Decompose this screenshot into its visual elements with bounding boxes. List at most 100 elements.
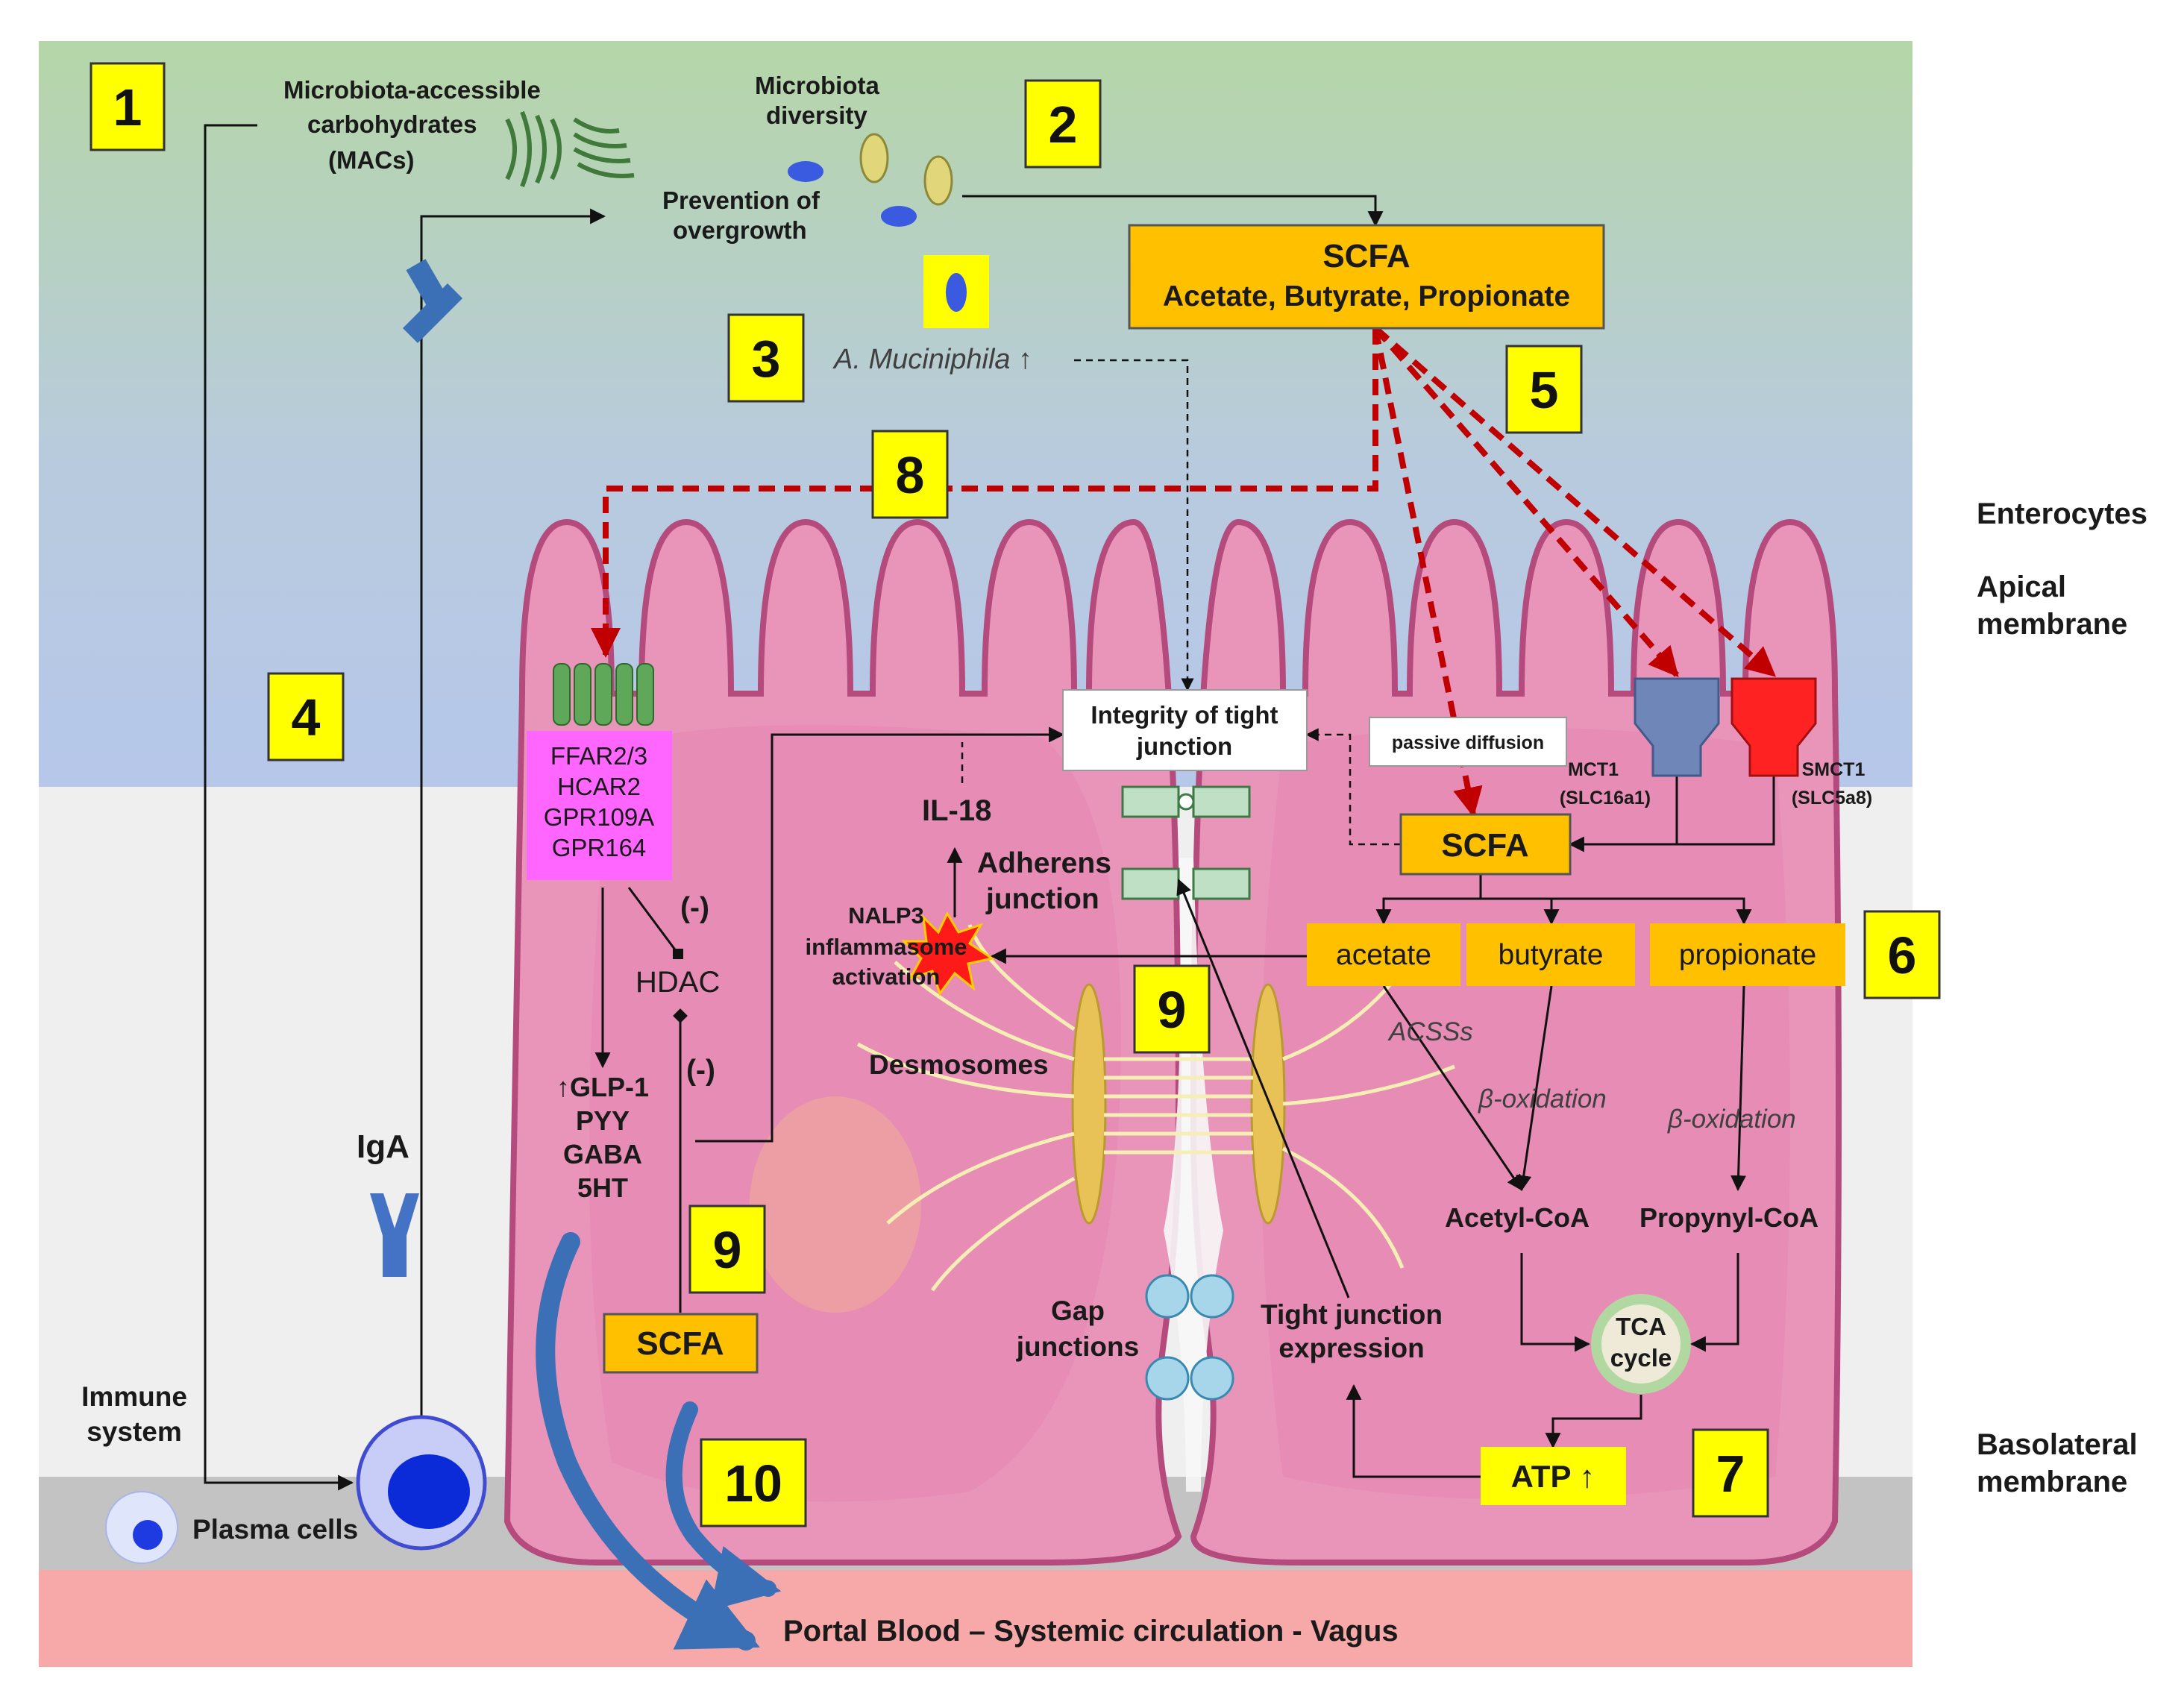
number-box-9a bbox=[1133, 964, 1211, 1054]
number-box-6 bbox=[1863, 910, 1941, 999]
iga-label: IgA bbox=[357, 1128, 410, 1165]
iga-antibody-icon bbox=[370, 1193, 419, 1277]
number-1: 1 bbox=[113, 78, 142, 136]
receptor-list-box bbox=[527, 731, 672, 880]
number-7: 7 bbox=[1716, 1445, 1745, 1503]
minus-label-1: (-) bbox=[680, 892, 709, 924]
apical-label-2: membrane bbox=[1977, 608, 2127, 641]
atp-box bbox=[1481, 1447, 1626, 1505]
gap-label-2: junctions bbox=[1016, 1331, 1139, 1362]
scfa-mid-label: SCFA bbox=[1441, 827, 1528, 864]
number-box-2 bbox=[1024, 79, 1102, 169]
number-9b: 9 bbox=[713, 1221, 742, 1279]
number-2: 2 bbox=[1049, 95, 1078, 154]
hormone-glp1: ↑GLP-1 bbox=[556, 1072, 649, 1102]
il18-label: IL-18 bbox=[922, 794, 991, 827]
scfa-bottom-box bbox=[603, 1313, 759, 1374]
number-8: 8 bbox=[896, 446, 925, 504]
prevention-label-1: Prevention of bbox=[662, 186, 820, 214]
arrow-scfa-to-mct1 bbox=[1372, 326, 1680, 678]
number-5: 5 bbox=[1530, 361, 1559, 419]
plasma-cell-icon bbox=[105, 1415, 487, 1564]
passive-diffusion-label: passive diffusion bbox=[1392, 732, 1544, 753]
arrow-butyrate-to-acetylcoa bbox=[1516, 985, 1553, 1192]
diversity-label-1: Microbiota bbox=[755, 72, 879, 99]
arrow-akkermansia-to-integrity bbox=[1074, 359, 1194, 691]
beta-oxidation-label-2: β-oxidation bbox=[1667, 1105, 1796, 1134]
arrow-microbiota-to-scfa bbox=[962, 195, 1384, 227]
arrow-smct1-to-scfa bbox=[1570, 776, 1775, 846]
scfa-bottom-label: SCFA bbox=[636, 1325, 724, 1362]
hormone-pyy: PYY bbox=[576, 1105, 630, 1136]
atp-label: ATP ↑ bbox=[1511, 1459, 1595, 1494]
adherens-label-1: Adherens bbox=[977, 847, 1111, 879]
propionate-label: propionate bbox=[1679, 939, 1816, 971]
gap-junction-icon bbox=[1145, 1274, 1234, 1401]
desmosome bbox=[856, 924, 1455, 1292]
scfa-top-title: SCFA bbox=[1322, 238, 1410, 274]
arrow-macs-to-immune bbox=[204, 124, 354, 1491]
arrow-propynylcoa-to-tca bbox=[1689, 1253, 1739, 1352]
basolateral-label-2: membrane bbox=[1977, 1466, 2127, 1498]
antibody-icon bbox=[403, 259, 462, 343]
nalp3-label-2: inflammasome bbox=[805, 934, 967, 960]
butyrate-label: butyrate bbox=[1499, 939, 1604, 971]
receptor-ffar: FFAR2/3 bbox=[550, 742, 647, 770]
hdac-label: HDAC bbox=[636, 966, 720, 999]
number-box-1 bbox=[90, 62, 166, 151]
prevention-label-2: overgrowth bbox=[673, 216, 807, 244]
inflammasome-burst-icon bbox=[901, 911, 995, 996]
integrity-label-2: junction bbox=[1136, 732, 1232, 760]
number-3: 3 bbox=[752, 330, 781, 388]
arrow-scfa-split bbox=[1375, 874, 1482, 926]
number-box-5 bbox=[1505, 345, 1583, 434]
fiber-icon bbox=[505, 110, 635, 188]
number-10: 10 bbox=[724, 1454, 782, 1513]
scfa-top-box bbox=[1128, 224, 1605, 330]
number-box-7 bbox=[1692, 1428, 1769, 1518]
number-6: 6 bbox=[1888, 926, 1917, 984]
passive-diffusion-box bbox=[1369, 717, 1567, 767]
number-box-9b bbox=[688, 1205, 766, 1294]
nalp3-label-1: NALP3 bbox=[848, 902, 924, 929]
tca-label-2: cycle bbox=[1610, 1344, 1672, 1372]
smct1-label-2: (SLC5a8) bbox=[1792, 788, 1872, 808]
number-box-8 bbox=[871, 430, 949, 519]
tca-label-1: TCA bbox=[1616, 1313, 1666, 1340]
hormone-gaba: GABA bbox=[563, 1139, 642, 1169]
arrow-scfa-to-receptors bbox=[591, 328, 1378, 658]
diversity-label-2: diversity bbox=[766, 101, 867, 129]
arrow-tj-expression-to-junction bbox=[1176, 879, 1350, 1298]
transporter-icon bbox=[1634, 677, 1817, 777]
integrity-label-1: Integrity of tight bbox=[1091, 701, 1278, 729]
scfa-top-subtitle: Acetate, Butyrate, Propionate bbox=[1163, 280, 1570, 313]
inhibition-tip-lower bbox=[673, 1008, 688, 1023]
nucleus bbox=[750, 1096, 921, 1313]
receptor-hcar2: HCAR2 bbox=[557, 773, 641, 800]
tj-expression-label-1: Tight junction bbox=[1261, 1299, 1443, 1330]
portal-blood-label: Portal Blood – Systemic circulation - Va… bbox=[783, 1615, 1399, 1648]
number-box-10 bbox=[700, 1438, 807, 1527]
bacteria-icon bbox=[788, 133, 989, 328]
mct1-label-1: MCT1 bbox=[1568, 759, 1619, 780]
swoosh-arrow-left bbox=[536, 1232, 760, 1651]
paracellular-space bbox=[1164, 858, 1223, 1492]
hormone-5ht: 5HT bbox=[577, 1172, 628, 1203]
arrow-propionate-to-propynylcoa bbox=[1730, 985, 1747, 1192]
immune-label-2: system bbox=[87, 1416, 182, 1447]
inhibition-tip-upper bbox=[673, 949, 683, 959]
smct1-label-1: SMCT1 bbox=[1802, 759, 1866, 780]
tca-cycle-ring bbox=[1591, 1294, 1691, 1394]
apical-label-1: Apical bbox=[1977, 571, 2066, 603]
cytoplasm-shade-left bbox=[589, 725, 1121, 1502]
blood-band bbox=[39, 1570, 1912, 1667]
acetate-label: acetate bbox=[1336, 939, 1431, 971]
receptor-gpr109a: GPR109A bbox=[544, 803, 655, 831]
minus-label-2: (-) bbox=[686, 1055, 715, 1087]
tight-junction-proteins bbox=[1121, 785, 1251, 900]
number-9a: 9 bbox=[1158, 981, 1187, 1039]
receptor-icon bbox=[553, 663, 654, 726]
butyrate-box bbox=[1466, 923, 1635, 986]
arrow-scfa-to-integrity bbox=[1305, 728, 1401, 846]
